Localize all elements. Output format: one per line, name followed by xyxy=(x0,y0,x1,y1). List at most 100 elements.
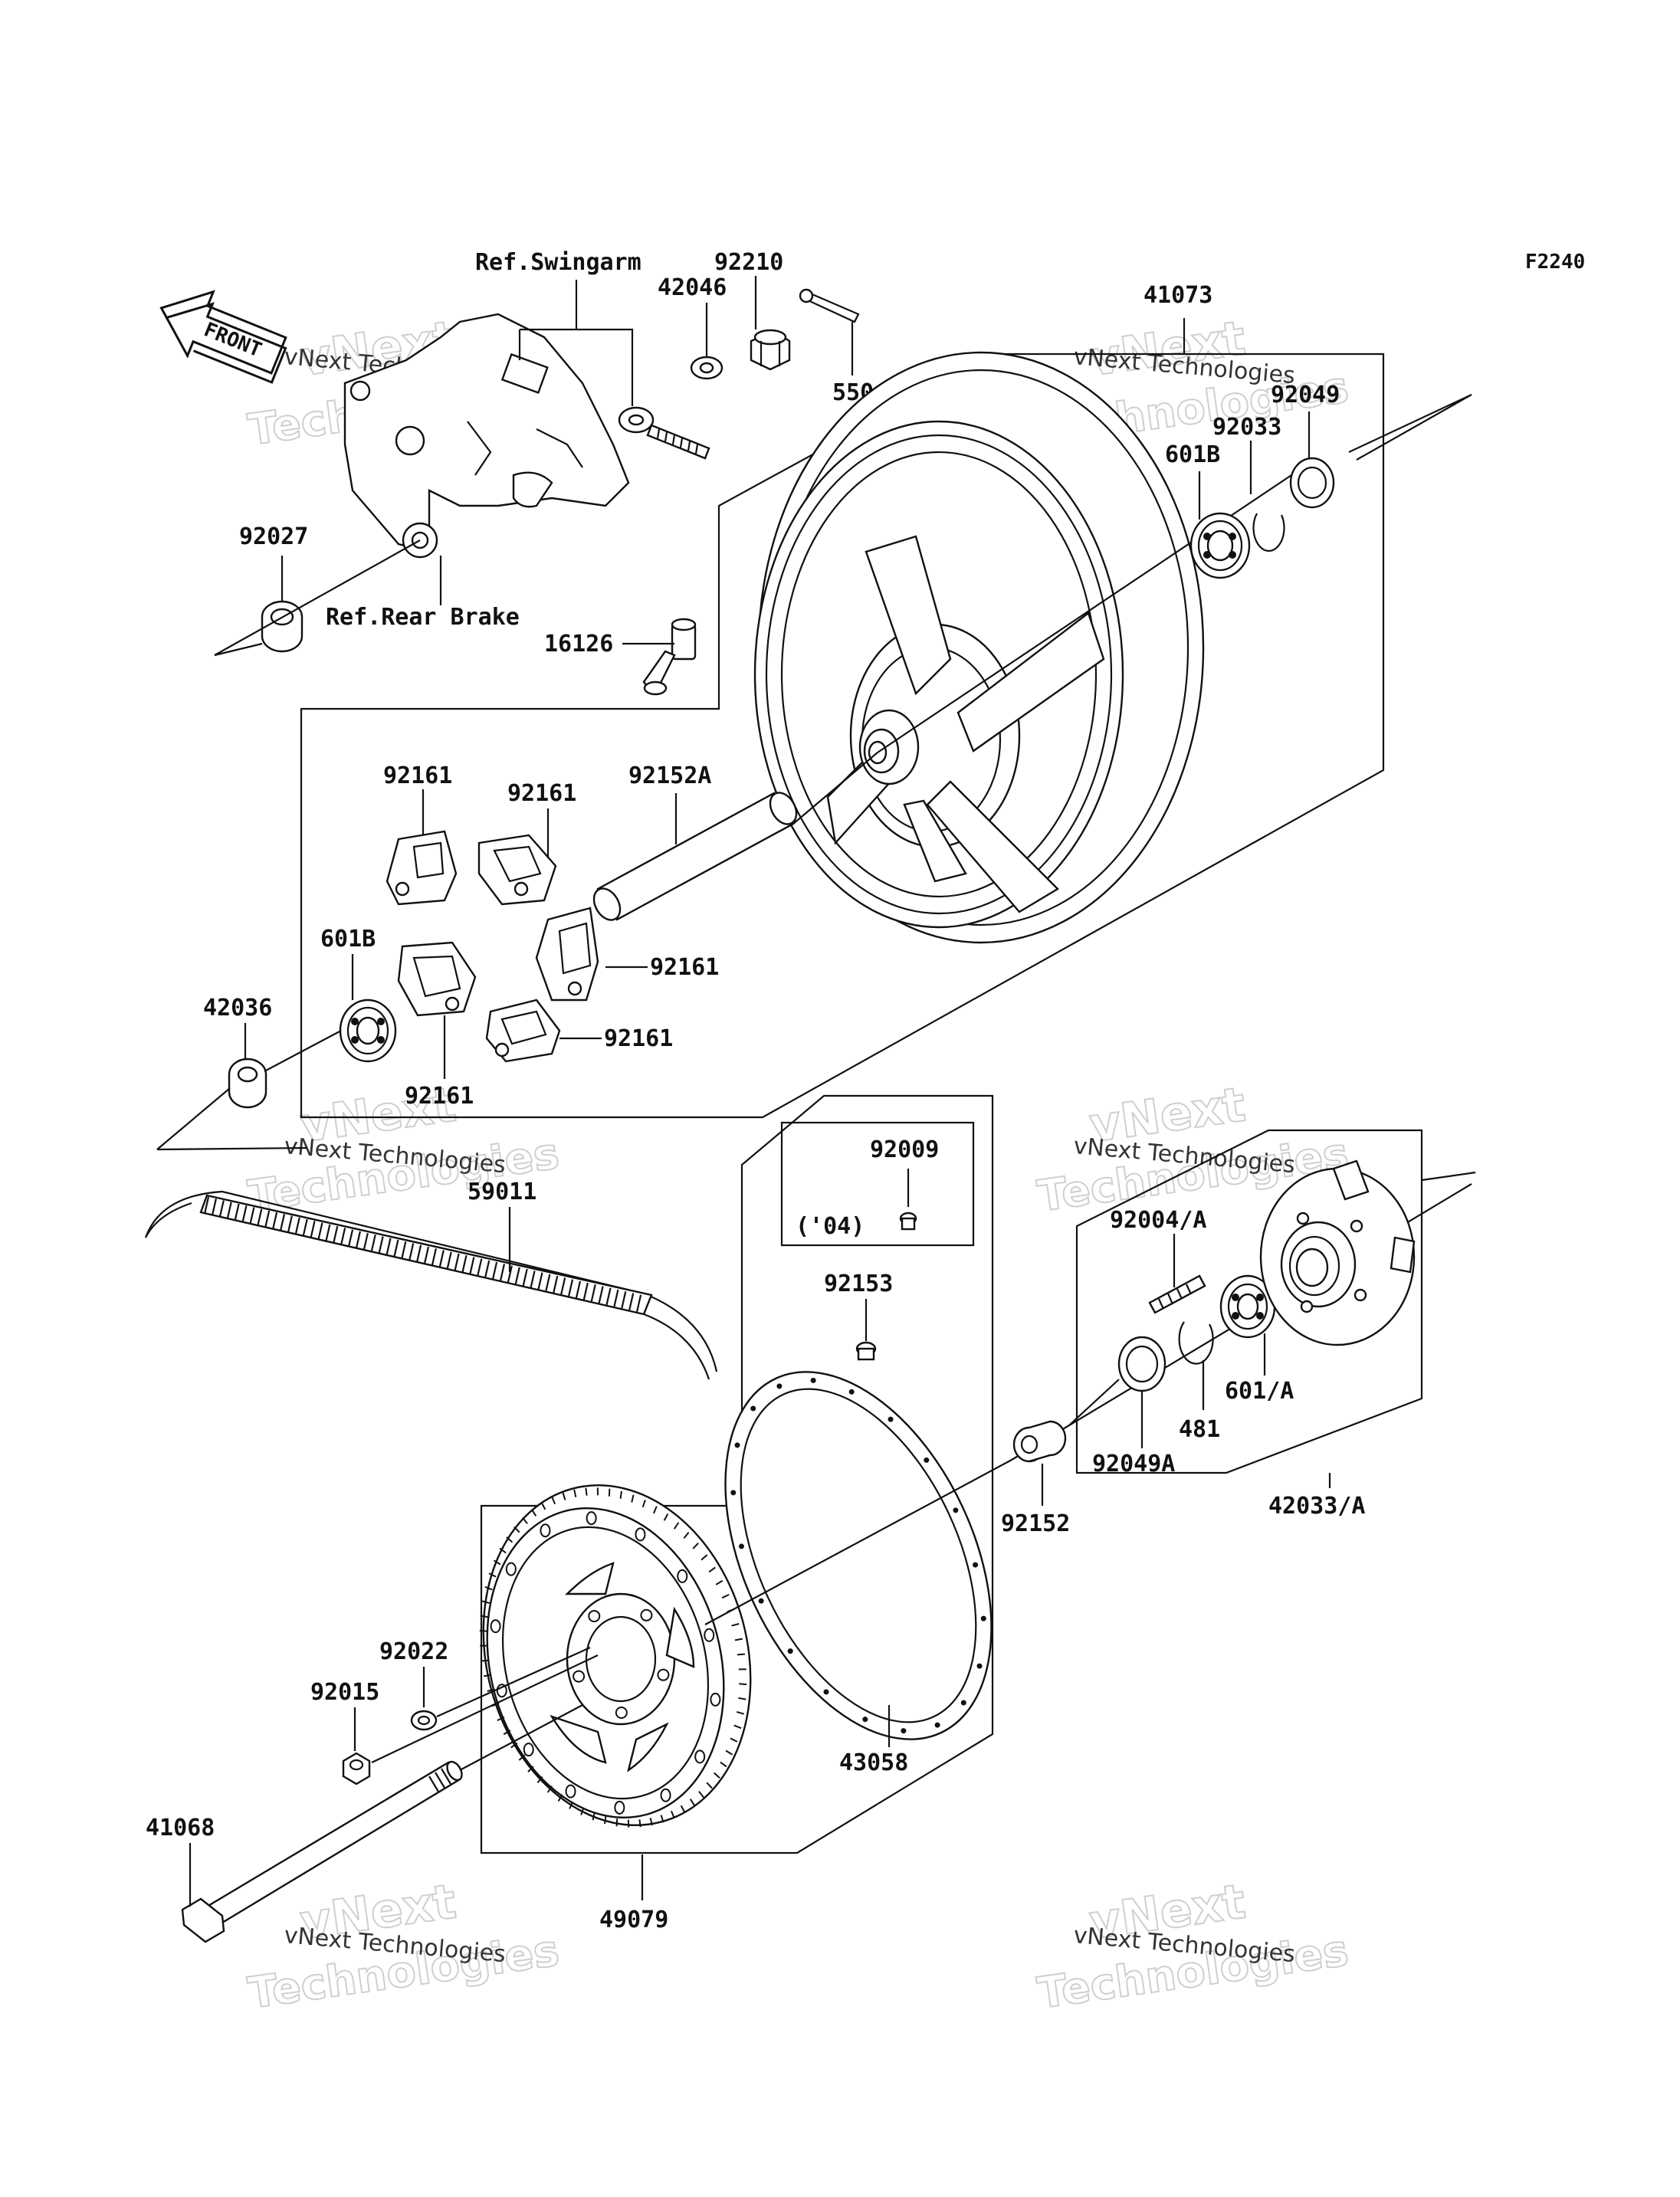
part-92161-damper-b xyxy=(477,834,557,906)
ring-hole xyxy=(924,1457,930,1463)
belt-tooth xyxy=(567,1279,574,1297)
pulley-tooth xyxy=(514,1526,520,1533)
pulley-tooth xyxy=(725,1749,733,1756)
belt-tooth xyxy=(514,1267,520,1285)
belt-tooth xyxy=(271,1212,278,1230)
part-label: 92009 xyxy=(870,1136,939,1163)
part-label: 601B xyxy=(320,926,376,953)
part-16126-valve xyxy=(642,618,697,696)
hub-bolt-hole xyxy=(640,1608,653,1622)
pulley-tooth xyxy=(715,1579,724,1585)
pulley-tooth xyxy=(713,1772,720,1779)
pulley-bolt-hole xyxy=(614,1800,625,1815)
belt-tooth xyxy=(355,1231,362,1249)
belt-tooth xyxy=(386,1238,392,1256)
note-box-04 xyxy=(780,1121,975,1247)
pulley-tooth xyxy=(546,1785,553,1793)
part-label: 16126 xyxy=(544,631,613,657)
part-92161-damper-a xyxy=(386,830,458,906)
ring-hole xyxy=(758,1598,764,1604)
belt-tooth xyxy=(438,1250,445,1267)
pulley-tooth xyxy=(692,1543,699,1549)
part-59011-belt xyxy=(144,1190,718,1380)
pulley-tooth xyxy=(557,1794,563,1802)
belt-tooth xyxy=(378,1236,384,1254)
part-550-cotter-pin xyxy=(799,288,860,323)
pulley-tooth xyxy=(706,1782,713,1789)
belt-tooth xyxy=(325,1224,331,1242)
part-label: 601/A xyxy=(1225,1378,1294,1405)
pulley-tooth xyxy=(484,1585,493,1591)
hub-bolt-hole xyxy=(573,1670,586,1683)
pulley-bolt-hole xyxy=(704,1628,715,1642)
part-601b-bearing xyxy=(339,998,397,1063)
pulley-bolt-hole xyxy=(490,1619,501,1634)
belt-tooth xyxy=(423,1246,430,1264)
pulley-tooth xyxy=(592,1812,596,1821)
part-92033-circlip xyxy=(1252,513,1285,553)
axle-centerline xyxy=(877,467,1304,753)
part-92004a-stud xyxy=(1148,1274,1206,1314)
belt-tooth xyxy=(530,1271,536,1288)
ring-hole xyxy=(976,1663,983,1669)
pulley-tooth xyxy=(708,1566,716,1573)
belt-tooth xyxy=(537,1272,543,1290)
belt-tooth xyxy=(363,1232,369,1251)
pulley-tooth xyxy=(638,1819,641,1828)
pulley-tooth xyxy=(540,1502,546,1510)
pulley-tooth xyxy=(683,1532,690,1540)
part-43058-ring xyxy=(724,1371,993,1740)
belt-tooth xyxy=(613,1289,619,1307)
pulley-tooth xyxy=(652,1506,658,1514)
pulley-tooth xyxy=(510,1742,518,1749)
belt-tooth xyxy=(590,1284,596,1302)
belt-tooth xyxy=(203,1196,210,1215)
pulley-tooth xyxy=(663,1513,669,1521)
pulley-tooth xyxy=(670,1810,675,1818)
ring-hole xyxy=(730,1490,737,1496)
ring-hole xyxy=(953,1507,959,1513)
belt-tooth xyxy=(628,1293,635,1310)
belt-tooth xyxy=(431,1248,437,1266)
pulley-tooth xyxy=(499,1547,507,1554)
pulley-tooth xyxy=(608,1488,611,1497)
part-42036-collar xyxy=(228,1058,267,1109)
pulley-tooth xyxy=(497,1716,505,1722)
pulley-tooth xyxy=(737,1653,746,1656)
part-label: 92015 xyxy=(310,1679,379,1706)
belt-tooth xyxy=(545,1274,551,1292)
belt-tooth xyxy=(636,1294,642,1313)
pulley-bolt-hole xyxy=(635,1527,646,1542)
pulley-tooth xyxy=(731,1623,740,1627)
axle-centerline xyxy=(214,539,421,656)
belt-tooth xyxy=(461,1254,468,1273)
pulley-tooth xyxy=(720,1761,727,1768)
pulley-bolt-hole xyxy=(505,1562,517,1576)
sprocket-hub-coupling xyxy=(1259,1159,1416,1346)
belt-tooth xyxy=(241,1205,248,1223)
belt-tooth xyxy=(484,1260,491,1278)
belt-tooth xyxy=(234,1203,240,1221)
pulley-bolt-hole xyxy=(565,1784,576,1799)
pulley-tooth xyxy=(506,1536,514,1543)
part-92022-washer xyxy=(410,1710,438,1731)
part-label: 92033 xyxy=(1212,414,1281,441)
hub-bolt-hole xyxy=(588,1609,601,1622)
belt-tooth xyxy=(507,1265,513,1283)
part-label: 43058 xyxy=(839,1749,908,1776)
belt-tooth xyxy=(294,1217,300,1235)
pulley-tooth xyxy=(660,1815,664,1823)
ring-hole xyxy=(973,1562,979,1568)
pulley-tooth xyxy=(562,1492,566,1500)
belt-tooth xyxy=(218,1200,225,1218)
belt-tooth xyxy=(560,1277,566,1295)
part-92015-nut xyxy=(342,1752,371,1785)
belt-tooth xyxy=(522,1268,528,1287)
pulley-tooth xyxy=(503,1730,511,1736)
pulley-tooth xyxy=(487,1688,495,1692)
pulley-tooth xyxy=(673,1522,680,1530)
part-label: 92161 xyxy=(405,1083,474,1110)
pulley-tooth xyxy=(736,1711,745,1715)
